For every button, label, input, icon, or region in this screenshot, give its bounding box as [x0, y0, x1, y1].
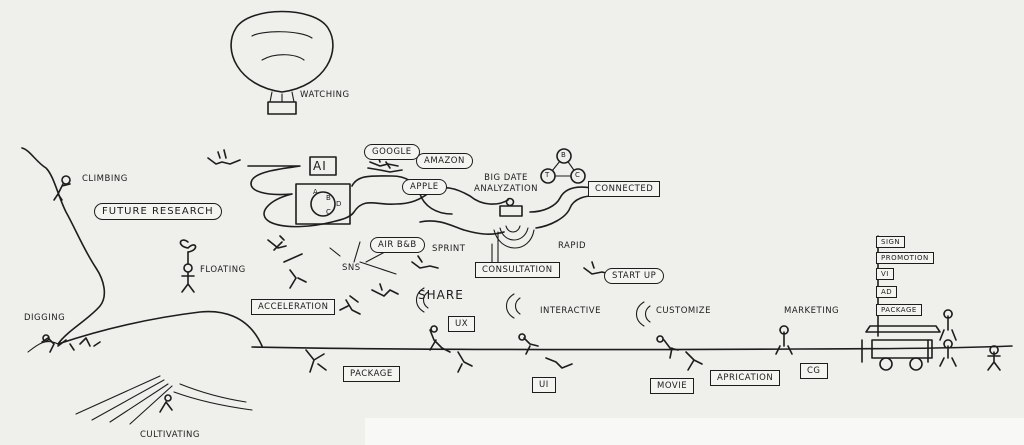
- label-sprint: SPRINT: [432, 244, 466, 254]
- label-marketing: MARKETING: [784, 306, 840, 316]
- connector-lines: [329, 241, 493, 275]
- network-triangle: [540, 148, 586, 184]
- label-big-date-analyzation: BIG DATE ANALYZATION: [474, 173, 538, 195]
- label-watching: WATCHING: [300, 90, 350, 100]
- network-node-b: B: [561, 151, 567, 159]
- label-sns: SNS: [342, 263, 361, 273]
- label-google: GOOGLE: [364, 144, 420, 160]
- figures: [207, 149, 1001, 373]
- label-analyzation: ANALYZATION: [474, 184, 539, 194]
- winding-road: [247, 165, 509, 228]
- label-apple: APPLE: [402, 179, 447, 195]
- hot-air-balloon-icon: [230, 10, 334, 115]
- label-customize: CUSTOMIZE: [656, 306, 711, 316]
- consultation-figure: [493, 197, 535, 263]
- network-node-t: T: [545, 171, 550, 179]
- floating-sprout-icon: [179, 239, 197, 293]
- label-future-research: FUTURE RESEARCH: [94, 203, 222, 220]
- label-amazon: AMAZON: [416, 153, 473, 169]
- label-airbnb: AIR B&B: [370, 237, 425, 253]
- signpost-vi: VI: [876, 268, 894, 280]
- label-start-up: START UP: [604, 268, 665, 284]
- label-cultivating: CULTIVATING: [140, 430, 200, 440]
- signpost-package: PACKAGE: [876, 304, 922, 316]
- label-big-date: BIG DATE: [484, 173, 528, 183]
- climber-icon: [53, 175, 71, 201]
- label-rapid: RAPID: [558, 241, 587, 251]
- label-connected: CONNECTED: [588, 181, 661, 197]
- network-node-c: C: [575, 171, 581, 179]
- signpost-sign: SIGN: [876, 236, 906, 248]
- label-ux: UX: [448, 316, 476, 332]
- signpost-ad: AD: [876, 286, 898, 298]
- paper-edge: [365, 418, 1024, 445]
- diggers-icon: [41, 334, 101, 353]
- label-consultation: CONSULTATION: [475, 262, 560, 278]
- ai-node-a: A: [313, 188, 319, 196]
- furrows-icon: [75, 375, 253, 425]
- ai-node-c: C: [326, 208, 332, 216]
- label-climbing: CLIMBING: [82, 174, 128, 184]
- label-aprication: APRICATION: [710, 370, 781, 386]
- label-floating: FLOATING: [200, 265, 246, 275]
- label-cg: CG: [800, 363, 828, 379]
- signpost-promotion: PROMOTION: [876, 252, 934, 264]
- label-digging: DIGGING: [24, 313, 66, 323]
- label-ui: UI: [532, 377, 556, 393]
- label-ai: AI: [313, 159, 327, 173]
- label-package-lower: PACKAGE: [343, 366, 400, 382]
- label-movie: MOVIE: [650, 378, 695, 394]
- ground-line: [251, 345, 1013, 351]
- ai-diagram: [295, 156, 351, 225]
- label-interactive: INTERACTIVE: [540, 306, 601, 316]
- ai-node-b: B: [326, 194, 332, 202]
- label-acceleration: ACCELERATION: [251, 299, 336, 315]
- ai-node-d: D: [336, 200, 342, 208]
- label-share: SHARE: [418, 288, 464, 302]
